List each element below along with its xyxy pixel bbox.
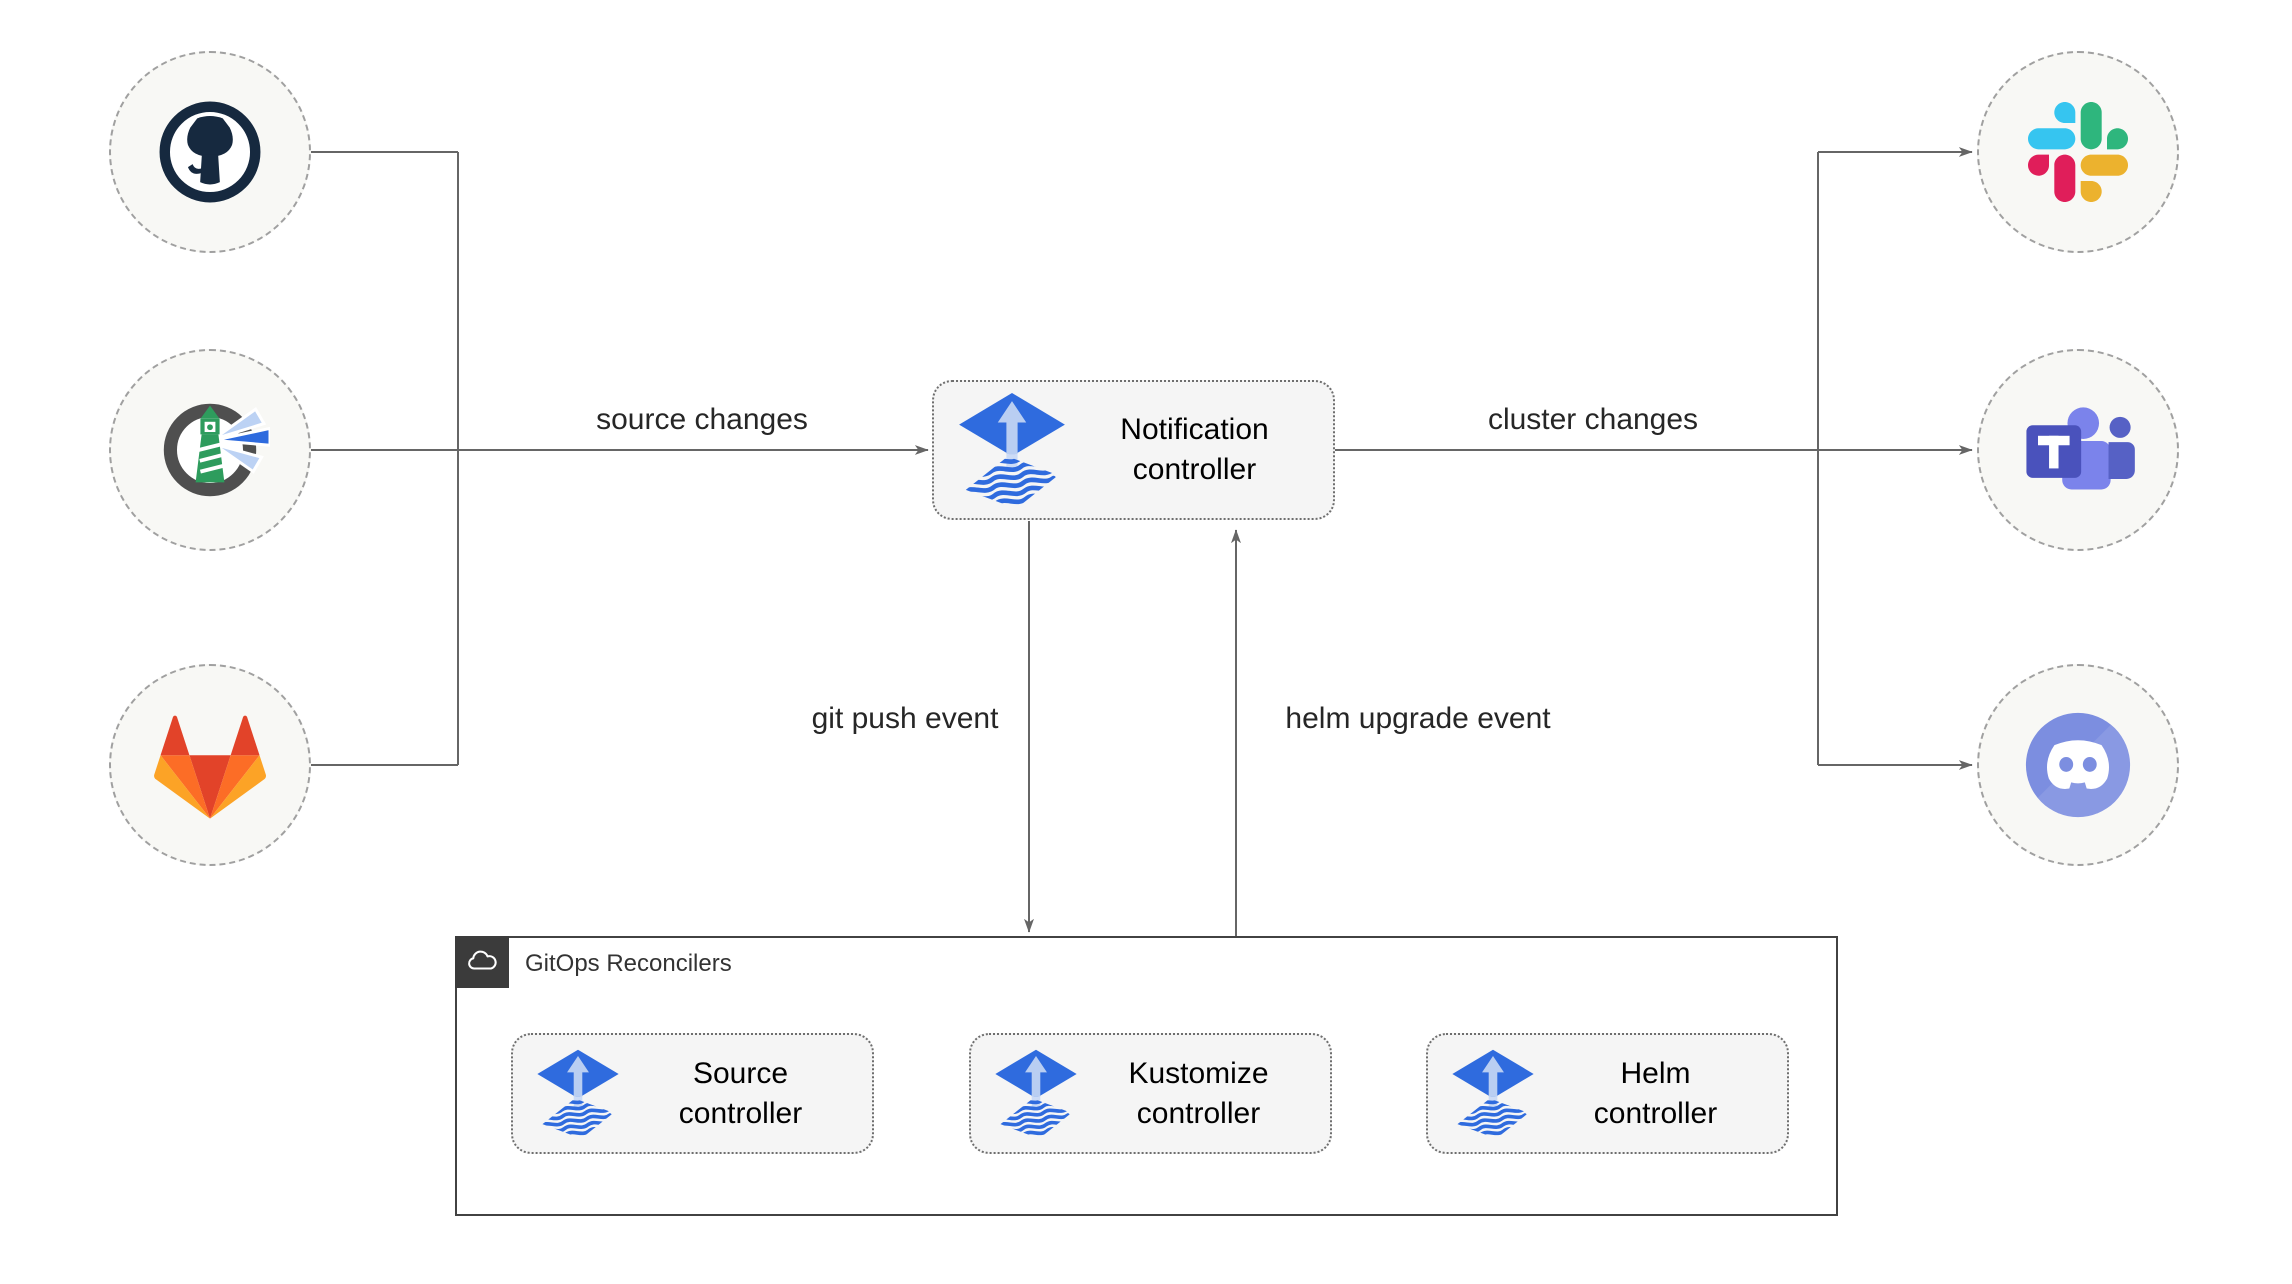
node-label: Notification controller <box>1068 410 1333 490</box>
node-label-line1: Kustomize <box>1128 1056 1269 1090</box>
gitlab-icon <box>154 715 266 819</box>
node-label-line1: Helm <box>1620 1056 1691 1090</box>
container-badge <box>455 936 509 988</box>
container-title: GitOps Reconcilers <box>525 950 732 977</box>
source-node-gitlab <box>109 664 311 866</box>
node-label-line2: controller <box>1136 1096 1261 1130</box>
slack-icon <box>2028 102 2128 202</box>
node-notification-controller: Notification controller <box>932 380 1335 520</box>
node-source-controller: Source controller <box>511 1033 874 1154</box>
node-label-line2: controller <box>1132 453 1257 486</box>
flux-icon <box>535 1048 621 1139</box>
edge-label-cluster-changes: cluster changes <box>1483 403 1703 437</box>
harbor-icon <box>163 403 270 497</box>
flux-icon <box>1450 1048 1536 1139</box>
node-label: Source controller <box>621 1054 872 1134</box>
notifier-node-discord <box>1977 664 2179 866</box>
github-icon <box>159 101 261 203</box>
node-label: Kustomize controller <box>1079 1054 1330 1134</box>
edge-label-helm-upgrade-event: helm upgrade event <box>1281 702 1555 736</box>
gitops-reconcilers-container: GitOps Reconcilers Source controller Kus… <box>455 936 1838 1216</box>
source-node-github <box>109 51 311 253</box>
source-node-harbor <box>109 349 311 551</box>
node-label-line1: Source <box>692 1056 789 1090</box>
node-label-line1: Notification <box>1120 413 1269 446</box>
flux-icon <box>993 1048 1079 1139</box>
microsoft-teams-icon <box>2026 407 2135 490</box>
node-kustomize-controller: Kustomize controller <box>969 1033 1332 1154</box>
node-label: Helm controller <box>1536 1054 1787 1134</box>
notifier-node-slack <box>1977 51 2179 253</box>
discord-icon <box>2025 712 2132 818</box>
edge-label-git-push-event: git push event <box>807 702 1003 736</box>
node-label-line2: controller <box>1593 1096 1718 1130</box>
edge-label-source-changes: source changes <box>592 403 812 437</box>
flux-icon <box>956 391 1068 509</box>
cloud-icon <box>468 950 497 970</box>
node-helm-controller: Helm controller <box>1426 1033 1789 1154</box>
node-label-line2: controller <box>678 1096 803 1130</box>
notifier-node-teams <box>1977 349 2179 551</box>
